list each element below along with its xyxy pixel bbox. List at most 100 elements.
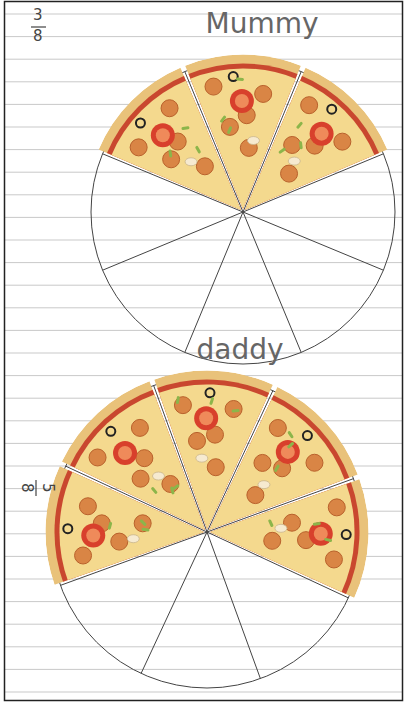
pepperoni	[334, 133, 351, 150]
pepperoni	[225, 400, 242, 417]
pepperoni	[136, 450, 153, 467]
mushroom	[153, 472, 165, 480]
pizza-outline	[91, 60, 395, 364]
mushroom	[127, 535, 139, 543]
mushroom	[288, 157, 300, 165]
pepperoni	[221, 118, 238, 135]
fraction-numerator: 5	[40, 483, 55, 493]
pepper	[170, 486, 175, 494]
mushroom	[185, 158, 197, 166]
pepper	[287, 441, 295, 449]
pepper	[176, 396, 180, 404]
slice-line	[207, 532, 260, 679]
slice-crust	[209, 478, 368, 600]
pepperoni	[247, 487, 264, 504]
pepperoni	[75, 547, 92, 564]
tomato	[230, 89, 254, 113]
tomato	[315, 127, 329, 141]
mushroom	[258, 481, 270, 489]
pizza-outline	[51, 376, 363, 688]
ruled-line	[5, 601, 402, 602]
slice-line	[141, 532, 207, 673]
pepper	[287, 431, 294, 439]
slice-line	[185, 212, 243, 352]
tomato	[194, 406, 218, 430]
fraction-bar	[35, 480, 36, 496]
pepperoni	[189, 432, 206, 449]
ruled-line	[5, 240, 402, 241]
lined-paper	[5, 14, 402, 692]
fraction-denominator: 8	[33, 29, 43, 44]
pepper	[278, 147, 286, 154]
name-label: daddy	[196, 336, 283, 364]
ruled-line	[5, 646, 402, 647]
pepper	[141, 527, 149, 531]
pepperoni	[264, 532, 281, 549]
pepper	[227, 126, 233, 135]
pepperoni	[284, 136, 301, 153]
olive	[205, 388, 214, 397]
tomato	[113, 441, 137, 465]
pepperoni	[174, 397, 191, 414]
slice-cheese	[245, 80, 375, 210]
name-label: Mummy	[205, 10, 318, 38]
pepper	[231, 409, 239, 413]
pepper	[151, 486, 158, 494]
olive	[106, 427, 115, 436]
pepper	[181, 126, 189, 130]
tomato	[151, 123, 175, 147]
pepperoni	[196, 158, 213, 175]
tomato	[310, 122, 334, 146]
pepperoni	[132, 470, 149, 487]
ruled-line	[5, 14, 402, 15]
tomato	[118, 446, 132, 460]
pepperoni	[255, 85, 272, 102]
pepperoni	[328, 499, 345, 516]
slice-line	[243, 212, 301, 352]
pepper	[313, 522, 321, 526]
olive	[63, 524, 72, 533]
pepper	[139, 519, 147, 527]
fraction-denominator: 8	[19, 483, 34, 493]
pizza-slice	[209, 478, 368, 600]
mushroom	[196, 454, 208, 462]
olive	[342, 530, 351, 539]
pepper	[236, 77, 244, 81]
pepper	[274, 464, 281, 472]
mushroom	[275, 524, 287, 532]
pepper	[219, 115, 226, 123]
ruled-line	[5, 692, 402, 693]
pepperoni	[205, 78, 222, 95]
page-border	[5, 2, 403, 701]
pepperoni	[254, 454, 271, 471]
pepperoni	[130, 139, 147, 156]
pepperoni	[207, 459, 224, 476]
pepper	[209, 397, 214, 406]
fraction-bar	[31, 26, 46, 27]
pepper	[108, 521, 113, 530]
tomato	[235, 94, 249, 108]
pepperoni	[301, 97, 318, 114]
ruled-line	[5, 330, 402, 331]
ruled-line	[5, 669, 402, 670]
ruled-line	[5, 285, 402, 286]
pizza-drawings	[46, 55, 395, 688]
pepper	[168, 149, 172, 157]
tomato	[309, 522, 333, 546]
olive	[303, 431, 312, 440]
pepper	[268, 519, 274, 528]
slice-sauce	[245, 75, 380, 210]
pepperoni	[161, 100, 178, 117]
tomato	[81, 523, 105, 547]
pepperoni	[162, 475, 179, 492]
olive	[136, 118, 145, 127]
pepper	[324, 538, 332, 543]
slice-cheese	[209, 483, 354, 594]
ruled-line	[5, 624, 402, 625]
pizza-slice	[245, 67, 388, 210]
fraction-numerator: 3	[33, 8, 43, 23]
tomato	[86, 528, 100, 542]
tomato	[199, 411, 213, 425]
pepperoni	[269, 420, 286, 437]
slice-sauce	[209, 481, 359, 596]
